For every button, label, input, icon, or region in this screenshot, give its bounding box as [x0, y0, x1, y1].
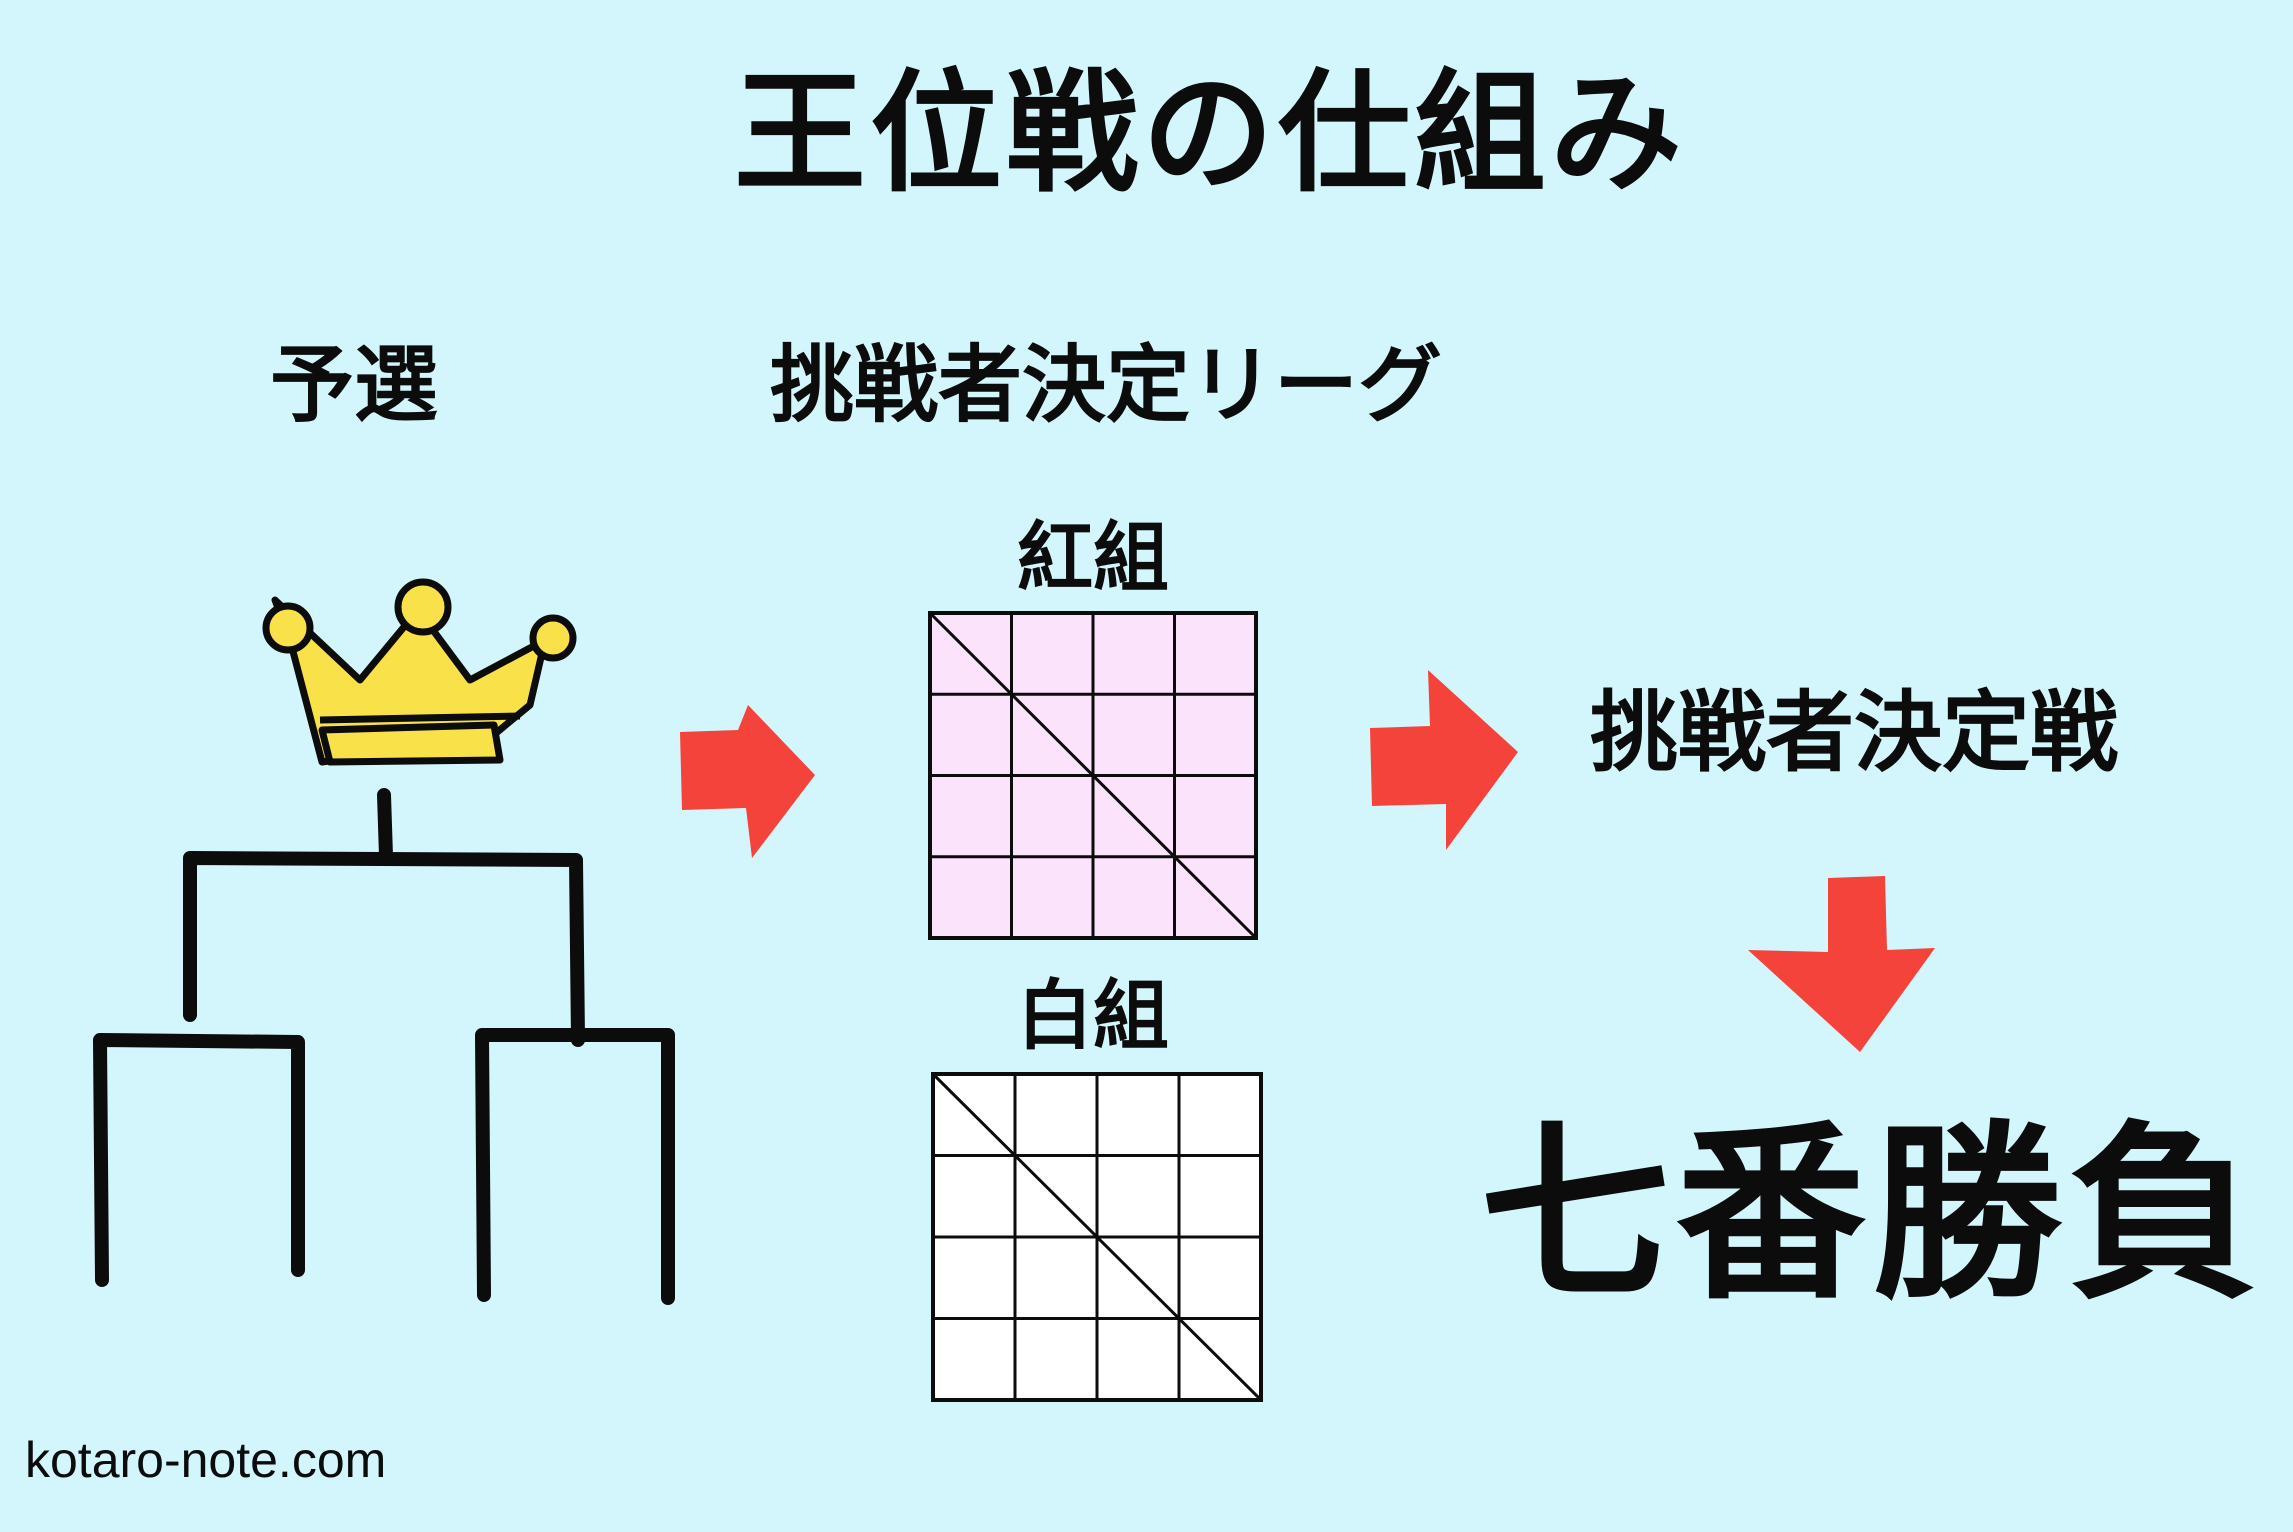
challenger-match-label: 挑戦者決定戦: [1590, 681, 2119, 784]
site-footer: kotaro-note.com: [25, 1432, 387, 1488]
right-arrow-icon: [1370, 670, 1518, 850]
page-title: 王位戦の仕組み: [734, 57, 1686, 211]
preliminary-label: 予選: [270, 336, 439, 434]
white-league-grid: [931, 1072, 1263, 1402]
right-arrow-icon: [680, 705, 815, 858]
crown-icon: [262, 578, 577, 766]
red-group-label: 紅組: [1017, 513, 1169, 602]
white-group-label: 白組: [1017, 971, 1169, 1060]
grid-diagonal: [931, 1072, 1263, 1402]
tournament-bracket: [93, 788, 675, 1305]
grid-diagonal: [928, 611, 1258, 940]
red-league-grid: [928, 611, 1258, 940]
league-label: 挑戦者決定リーグ: [770, 336, 1443, 434]
title-match-label: 七番勝負: [1480, 1102, 2265, 1325]
down-arrow-icon: [1748, 876, 1935, 1052]
